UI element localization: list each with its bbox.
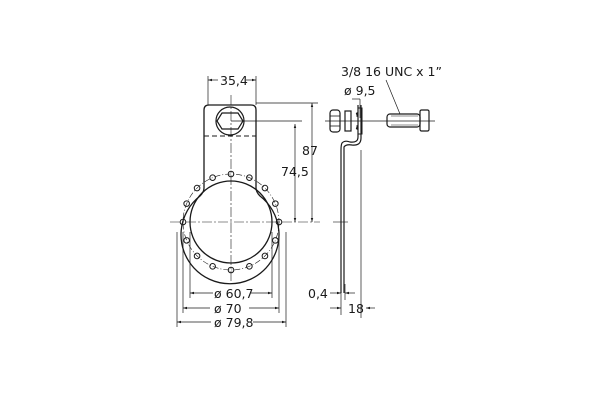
dim-inner-diameter: ø 60,7 [214, 286, 253, 301]
dim-hole-diameter: ø 9,5 [344, 83, 376, 98]
mounting-hole [193, 252, 201, 260]
mounting-hole [179, 218, 187, 226]
mounting-hole [183, 200, 190, 207]
dim-thickness: 0,4 [308, 286, 328, 301]
mounting-hole [209, 174, 216, 181]
dim-outer-diameter: ø 79,8 [214, 315, 254, 330]
dim-center-height: 74,5 [281, 164, 309, 179]
mounting-hole [183, 237, 190, 244]
mounting-hole [209, 263, 216, 270]
dim-tab-width: 35,4 [220, 73, 248, 88]
mounting-hole [261, 184, 269, 192]
mounting-hole [272, 237, 279, 244]
mounting-hole [246, 174, 253, 181]
mounting-hole [261, 252, 269, 260]
mounting-hole [193, 184, 201, 192]
dim-screw-spec: 3/8 16 UNC x 1” [341, 64, 442, 79]
screw-icon [386, 109, 430, 132]
mounting-hole [272, 200, 279, 207]
mounting-holes [179, 170, 283, 274]
dim-depth: 18 [348, 301, 364, 316]
dim-overall-height: 87 [302, 143, 318, 158]
bracket-profile [340, 105, 359, 293]
mounting-hole [246, 263, 253, 270]
mounting-hole [275, 218, 283, 226]
front-view: 35,4 87 74,5 ø 60,7 ø 70 ø 79,8 [170, 73, 320, 330]
dim-bolt-circle-diameter: ø 70 [214, 301, 242, 316]
side-view: 3/8 16 UNC x 1” ø 9,5 0,4 18 [308, 64, 442, 318]
